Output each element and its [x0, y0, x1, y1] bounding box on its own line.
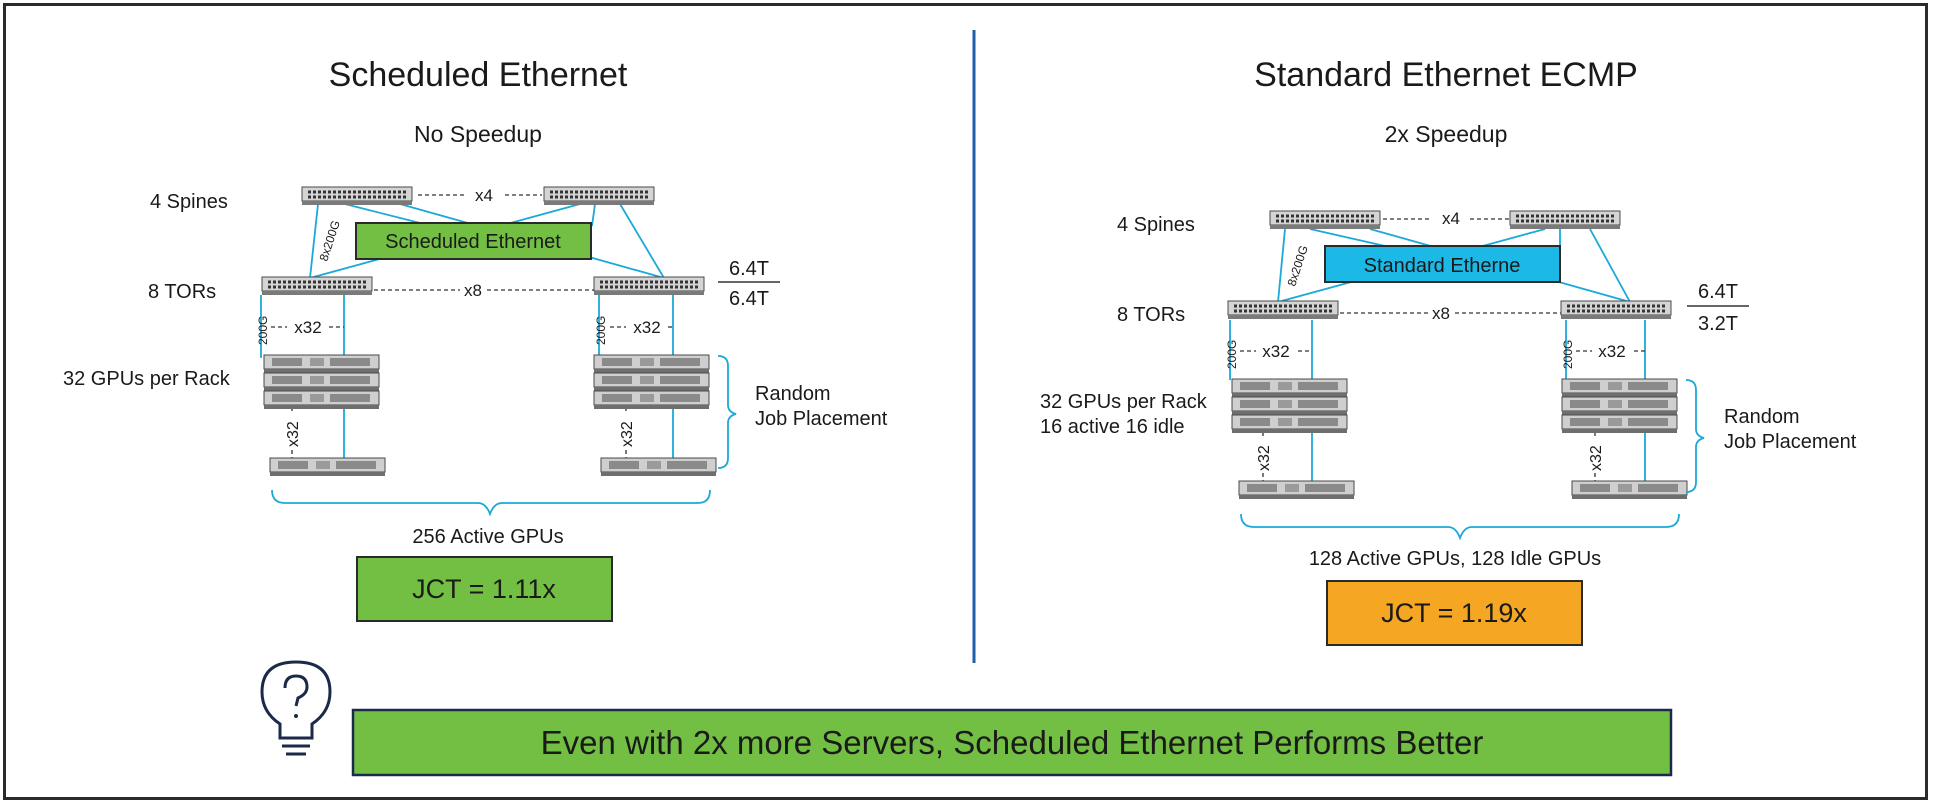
right-panel: Standard Ethernet ECMP 2x Speedup 4 Spin…	[1040, 56, 1857, 646]
right-spine-mult: x4	[1442, 209, 1460, 228]
left-rack-b-server-last	[600, 457, 717, 477]
right-rack-a-server-3	[1231, 414, 1348, 434]
right-rack-b-server-last	[1571, 480, 1688, 500]
outer-frame	[3, 3, 1928, 800]
left-subtitle: No Speedup	[414, 121, 542, 147]
left-title: Scheduled Ethernet	[329, 56, 628, 94]
banner-text: Even with 2x more Servers, Scheduled Eth…	[541, 724, 1484, 761]
right-tor-switch-2	[1559, 299, 1673, 321]
left-rack-b-server-1	[593, 354, 710, 374]
left-gpus-label: 32 GPUs per Rack	[63, 368, 231, 390]
right-spines-label: 4 Spines	[1117, 214, 1195, 236]
right-link-label-a: 200G	[1225, 340, 1239, 369]
left-gpu-mult-a: x32	[294, 318, 321, 337]
right-link-label-b: 200G	[1561, 340, 1575, 369]
right-gpus-label-2: 16 active 16 idle	[1040, 416, 1185, 438]
right-fabric-box	[1324, 245, 1561, 283]
left-spine-switch-2	[542, 185, 656, 207]
left-tor-mult: x8	[464, 281, 482, 300]
left-spines-label: 4 Spines	[150, 191, 228, 213]
left-jct-label: JCT = 1.11x	[412, 574, 556, 604]
left-rack-a-server-last	[269, 457, 386, 477]
right-server-mult-b: x32	[1588, 445, 1605, 471]
left-uplink-label: 8x200G	[317, 219, 343, 263]
left-rack-b-server-2	[593, 372, 710, 392]
right-placement-1: Random	[1724, 406, 1800, 428]
left-active-label: 256 Active GPUs	[412, 526, 563, 548]
right-tor-mult: x8	[1432, 304, 1450, 323]
left-fabric-box	[355, 222, 592, 260]
right-gpu-mult-a: x32	[1262, 342, 1289, 361]
right-rack-a-server-1	[1231, 378, 1348, 398]
left-link-label-b: 200G	[594, 316, 608, 345]
left-gpu-mult-b: x32	[633, 318, 660, 337]
left-ratio-top: 6.4T	[729, 258, 769, 280]
left-jct-box	[356, 556, 613, 622]
right-ratio-top: 6.4T	[1698, 281, 1738, 303]
left-dotted-links	[271, 194, 673, 460]
right-tors-label: 8 TORs	[1117, 304, 1185, 326]
right-rack-b-server-1	[1561, 378, 1678, 398]
right-gpus-label-1: 32 GPUs per Rack	[1040, 391, 1208, 413]
left-rack-a-server-1	[263, 354, 380, 374]
right-rack-b-server-2	[1561, 396, 1678, 416]
right-gpu-mult-b: x32	[1598, 342, 1625, 361]
left-placement-brace	[717, 355, 737, 469]
left-rack-a-server-2	[263, 372, 380, 392]
banner-box	[351, 708, 1673, 777]
right-rack-a-server-2	[1231, 396, 1348, 416]
right-ratio-bottom: 3.2T	[1698, 313, 1738, 335]
right-rack-b-server-3	[1561, 414, 1678, 434]
left-server-mult-a: x32	[285, 421, 302, 447]
left-active-brace	[271, 489, 711, 517]
left-ratio-bottom: 6.4T	[729, 288, 769, 310]
left-tor-switch-1	[260, 275, 374, 297]
right-tor-switch-1	[1226, 299, 1340, 321]
left-rack-a-server-3	[263, 390, 380, 410]
right-placement-2: Job Placement	[1724, 431, 1857, 453]
right-spine-switch-1	[1268, 209, 1382, 231]
right-uplink-label: 8x200G	[1285, 244, 1311, 288]
right-jct-label: JCT = 1.19x	[1381, 598, 1527, 628]
left-spine-mult: x4	[475, 186, 493, 205]
left-placement-1: Random	[755, 383, 831, 405]
left-placement-2: Job Placement	[755, 408, 888, 430]
left-spine-switch-1	[300, 185, 414, 207]
left-fabric-box-label: Scheduled Ethernet	[385, 231, 561, 253]
right-active-label: 128 Active GPUs, 128 Idle GPUs	[1309, 548, 1601, 570]
right-jct-box	[1326, 580, 1583, 646]
lightbulb-question-icon	[260, 660, 332, 756]
left-tors-label: 8 TORs	[148, 281, 216, 303]
left-tor-switch-2	[592, 275, 706, 297]
right-placement-brace	[1685, 379, 1705, 493]
right-title: Standard Ethernet ECMP	[1254, 56, 1638, 94]
left-server-mult-b: x32	[619, 421, 636, 447]
left-rack-b-server-3	[593, 390, 710, 410]
left-panel: Scheduled Ethernet No Speedup 4 Spines 8…	[63, 56, 888, 622]
right-server-mult-a: x32	[1256, 445, 1273, 471]
right-fabric-box-label: Standard Etherne	[1364, 255, 1521, 277]
right-rack-a-server-last	[1238, 480, 1355, 500]
right-spine-switch-2	[1508, 209, 1622, 231]
right-active-brace	[1240, 513, 1680, 541]
left-link-label-a: 200G	[256, 316, 270, 345]
right-subtitle: 2x Speedup	[1385, 121, 1508, 147]
